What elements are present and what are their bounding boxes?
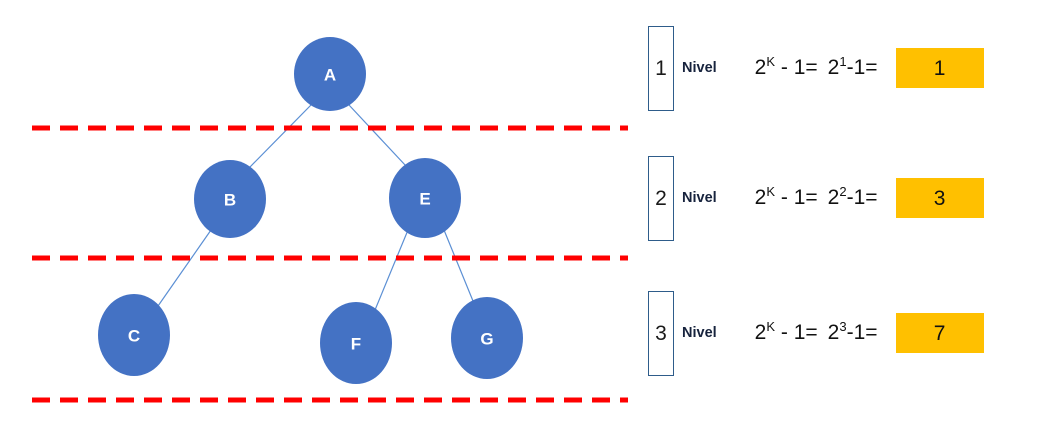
tree-node-f[interactable]: F — [320, 302, 392, 384]
tree-node-c[interactable]: C — [98, 294, 170, 376]
result-box: 3 — [895, 178, 984, 218]
node-label-e: E — [419, 190, 430, 209]
node-label-c: C — [128, 327, 140, 346]
level-word-label: Nivel — [682, 190, 717, 206]
level-number-box: 1 — [648, 25, 674, 111]
level-number-box: 3 — [648, 290, 674, 376]
node-label-g: G — [480, 330, 493, 349]
node-label-b: B — [224, 191, 236, 210]
level-number: 3 — [655, 321, 667, 345]
node-label-a: A — [324, 66, 336, 85]
formula-general-exponent: K — [766, 54, 776, 69]
binary-tree-graphic: A B E C F G — [32, 37, 628, 403]
tree-edges — [157, 104, 474, 311]
result-value: 3 — [933, 186, 946, 210]
node-circle-g — [451, 297, 523, 379]
formula-general-base: 2 — [754, 56, 767, 79]
formula-general-exponent: K — [766, 319, 776, 334]
tree-node-a[interactable]: A — [294, 37, 366, 111]
node-circle-f — [320, 302, 392, 384]
formula-value-base: 2 — [827, 56, 840, 79]
edge-e-f — [374, 229, 409, 311]
tree-node-g[interactable]: G — [451, 297, 523, 379]
tree-node-e[interactable]: E — [389, 158, 461, 238]
formula-general-base: 2 — [754, 321, 767, 344]
level-formula: 2K - 1=23-1= — [754, 319, 878, 345]
level-dividers — [32, 125, 628, 403]
level-row: 1 Nivel 2K - 1=21-1= 1 — [640, 22, 984, 114]
tree-nodes: A B E C F G — [98, 37, 523, 384]
result-box: 7 — [895, 313, 984, 353]
node-label-f: F — [351, 335, 361, 354]
node-circle-e — [389, 158, 461, 238]
formula-general-base: 2 — [754, 186, 767, 209]
node-circle-a — [294, 37, 366, 111]
level-row: 2 Nivel 2K - 1=22-1= 3 — [640, 152, 984, 244]
level-formula: 2K - 1=21-1= — [754, 54, 878, 80]
formula-value-exponent: 2 — [839, 184, 847, 199]
formula-value-exponent: 1 — [839, 54, 847, 69]
level-word-label: Nivel — [682, 60, 717, 76]
formula-value-base: 2 — [827, 321, 840, 344]
node-circle-c — [98, 294, 170, 376]
level-formula-panel: 1 Nivel 2K - 1=21-1= 1 2 Nivel 2K - 1=22… — [640, 0, 1054, 430]
edge-a-e — [348, 104, 407, 167]
level-row: 3 Nivel 2K - 1=23-1= 7 — [640, 287, 984, 379]
formula-value-base: 2 — [827, 186, 840, 209]
result-value: 1 — [933, 56, 946, 80]
formula-general-tail: - 1= — [775, 321, 818, 344]
node-circle-b — [194, 160, 266, 238]
edge-a-b — [248, 104, 312, 169]
level-formula: 2K - 1=22-1= — [754, 184, 878, 210]
formula-value-tail: -1= — [846, 56, 878, 79]
level-number-box: 2 — [648, 155, 674, 241]
result-box: 1 — [895, 48, 984, 88]
formula-value-tail: -1= — [846, 321, 878, 344]
formula-general-tail: - 1= — [775, 186, 818, 209]
result-value: 7 — [933, 321, 946, 345]
edge-e-g — [443, 229, 474, 302]
formula-general-exponent: K — [766, 184, 776, 199]
tree-node-b[interactable]: B — [194, 160, 266, 238]
level-number: 1 — [655, 56, 667, 80]
level-number: 2 — [655, 186, 667, 210]
edge-b-c — [157, 229, 212, 307]
formula-value-tail: -1= — [846, 186, 878, 209]
formula-general-tail: - 1= — [775, 56, 818, 79]
level-word-label: Nivel — [682, 325, 717, 341]
formula-value-exponent: 3 — [839, 319, 847, 334]
